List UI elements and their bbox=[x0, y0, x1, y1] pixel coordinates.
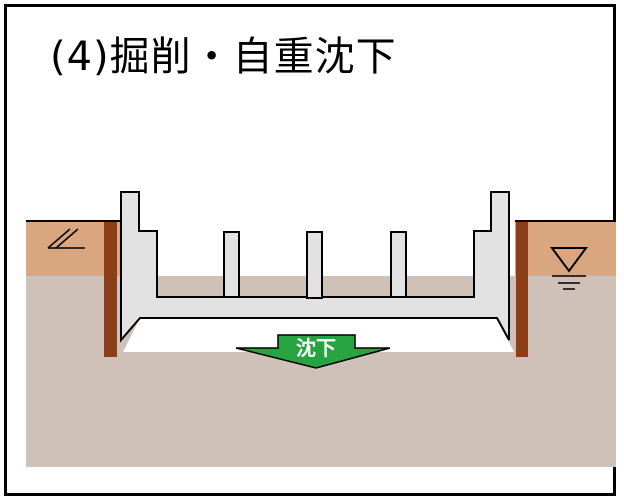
page-title: (4)掘削・自重沈下 bbox=[50, 34, 397, 80]
embankment-hatch-icon bbox=[47, 228, 85, 249]
settlement-arrow-label: 沈下 bbox=[296, 336, 336, 360]
sheet-pile-right bbox=[516, 222, 528, 357]
water-level-icon bbox=[550, 247, 588, 290]
caisson-column-1 bbox=[223, 231, 240, 298]
caisson-column-2 bbox=[306, 231, 323, 299]
caisson-body bbox=[120, 191, 510, 343]
caisson-column-3 bbox=[390, 231, 407, 298]
sheet-pile-left bbox=[104, 222, 117, 357]
settlement-arrow bbox=[235, 334, 391, 369]
